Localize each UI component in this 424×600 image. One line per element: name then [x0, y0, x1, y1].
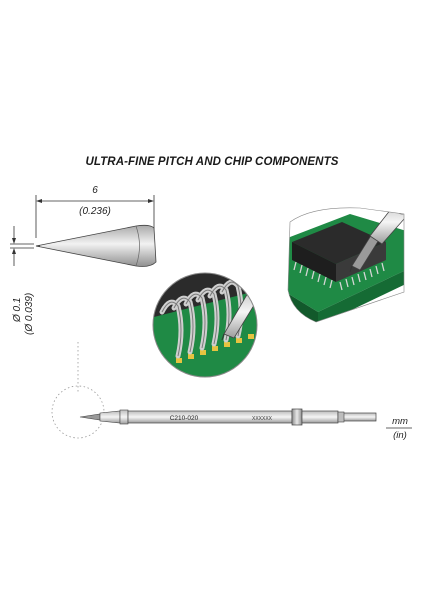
cartridge-icon: C210-020 XXXXXX	[79, 408, 377, 426]
arrow-left-icon	[36, 199, 42, 203]
arrow-right-icon	[148, 199, 154, 203]
length-mm-label: 6	[92, 185, 98, 196]
unit-mm-label: mm	[392, 416, 408, 427]
diameter-mm-label: Ø 0.1	[12, 298, 23, 323]
units-legend: mm (in)	[386, 416, 412, 441]
diameter-dimension: Ø 0.1 (Ø 0.039)	[10, 226, 35, 335]
length-dimension: 6 (0.236)	[35, 185, 155, 238]
tip-cone-icon	[35, 224, 157, 267]
fine-pitch-magnifier-icon	[152, 272, 258, 378]
diameter-in-label: (Ø 0.039)	[24, 293, 35, 335]
arrow-up-icon	[12, 248, 16, 254]
detail-callout	[51, 342, 105, 439]
arrow-down-icon	[12, 238, 16, 244]
unit-in-label: (in)	[393, 430, 407, 441]
qfp-chip-scene-icon	[287, 207, 405, 323]
page-title: ULTRA-FINE PITCH AND CHIP COMPONENTS	[85, 156, 339, 168]
cartridge-model-label: C210-020	[170, 415, 199, 422]
cartridge-serial-label: XXXXXX	[252, 416, 273, 422]
length-in-label: (0.236)	[79, 206, 111, 217]
